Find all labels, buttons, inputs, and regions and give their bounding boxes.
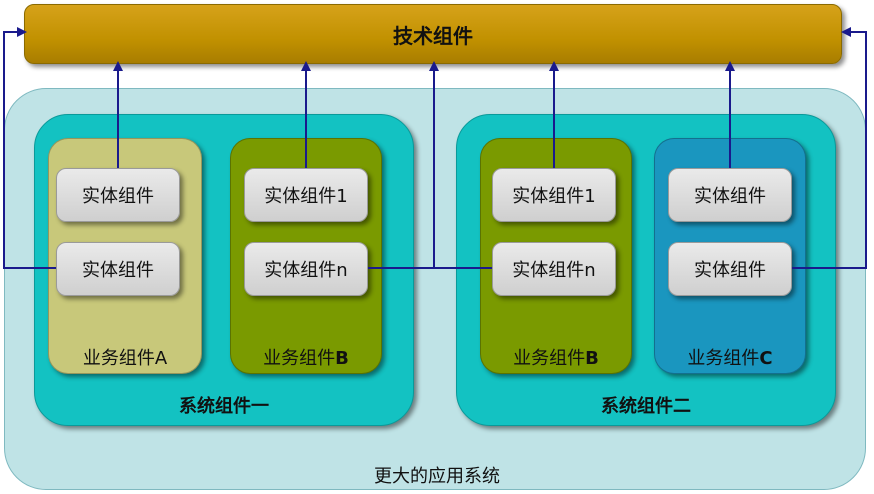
business-component-a-label: 业务组件A [82,348,168,369]
technical-component-label: 技术组件 [393,23,473,48]
business-component-b-2-label: 业务组件B [513,348,599,369]
larger-application-system-label: 更大的应用系统 [374,466,500,487]
business-component-c-label: 业务组件C [687,348,773,369]
entity-component-b2-1: 实体组件1 [492,168,616,222]
system-component-2-label: 系统组件二 [601,396,691,417]
system-component-1-label: 系统组件一 [179,396,269,417]
entity-component-c-1: 实体组件 [668,168,792,222]
entity-component-c-2: 实体组件 [668,242,792,296]
business-component-b-1-label: 业务组件B [263,348,349,369]
entity-component-b1-1: 实体组件1 [244,168,368,222]
arrow-c2-to-tech [792,27,867,269]
entity-component-b1-n: 实体组件n [244,242,368,296]
entity-component-a-2: 实体组件 [56,242,180,296]
entity-component-b2-n: 实体组件n [492,242,616,296]
arrow-a2-to-tech [3,27,56,269]
technical-component: 技术组件 [24,4,842,64]
entity-component-a-1: 实体组件 [56,168,180,222]
